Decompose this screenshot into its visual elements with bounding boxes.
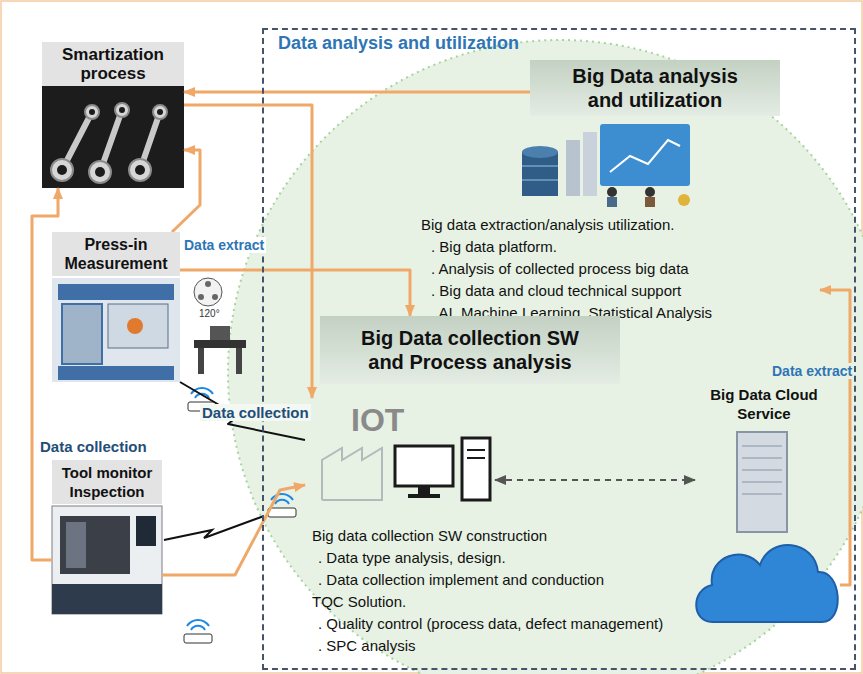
- press-machine-photo: [52, 278, 180, 382]
- edge-label: Data collection: [200, 404, 311, 421]
- node-heading: Smartization process: [42, 42, 184, 86]
- node-heading: Big Data collection SW and Process analy…: [320, 316, 620, 384]
- router-icon: [184, 620, 212, 643]
- conrod-photo: [42, 86, 184, 188]
- server-icon: [737, 432, 787, 532]
- analysis-panel: Big Data analysis and utilizationBig dat…: [415, 60, 820, 324]
- wireless-link: [164, 516, 264, 540]
- cnc-machine-photo: [52, 506, 162, 614]
- node-body-line: Big data extraction/analysis utilization…: [415, 214, 820, 236]
- flow-arrow: [162, 485, 305, 575]
- angle-label: 120°: [199, 308, 220, 319]
- node-heading: Press-in Measurement: [52, 232, 180, 276]
- cloud-node: Big Data Cloud Service: [695, 385, 840, 630]
- body-line: Big data collection SW construction: [312, 525, 547, 547]
- body-line: TQC Solution.: [312, 591, 406, 613]
- machine-photo-box: Press-in Measurement: [52, 232, 180, 382]
- analytics-illustration: [522, 124, 690, 207]
- cloud-icon: [696, 545, 837, 622]
- node-body-line: . Analysis of collected process big data: [415, 258, 820, 280]
- body-line: . Data type analysis, design.: [318, 547, 506, 569]
- flow-label: Data collection: [40, 438, 147, 455]
- flow-label: Data extract: [770, 363, 854, 379]
- node-body-line: . Big data platform.: [415, 236, 820, 258]
- fixture-symbol: [194, 278, 222, 306]
- computer-icon: [395, 438, 490, 500]
- node-heading: Big Data Cloud Service: [703, 385, 825, 423]
- flow-arrow: [495, 479, 695, 481]
- iot-node: IOT: [305, 398, 495, 516]
- body-line: . Data collection implement and conducti…: [318, 569, 604, 591]
- process-photo-box: Smartization process: [42, 42, 184, 188]
- green-zone: [228, 40, 863, 674]
- body-line: . SPC analysis: [318, 635, 416, 657]
- body-line: . Quality control (process data, defect …: [318, 613, 663, 635]
- collection-band: Big Data collection SW and Process analy…: [320, 316, 620, 384]
- fixture-photo: [194, 326, 246, 374]
- machine-photo-box: Tool monitor Inspection: [52, 460, 162, 615]
- region-title: Data analysis and utilization: [278, 33, 519, 54]
- node-heading: Big Data analysis and utilization: [530, 60, 780, 116]
- flow-arrow: [820, 290, 850, 585]
- node-heading: IOT: [351, 402, 404, 439]
- flow-label: Data extract: [182, 237, 266, 253]
- flow-arrow: [184, 91, 530, 94]
- flow-arrow: [172, 150, 200, 232]
- factory-icon: [322, 448, 382, 500]
- node-heading: Tool monitor Inspection: [52, 460, 162, 504]
- node-body-line: . Big data and cloud technical support: [415, 280, 820, 302]
